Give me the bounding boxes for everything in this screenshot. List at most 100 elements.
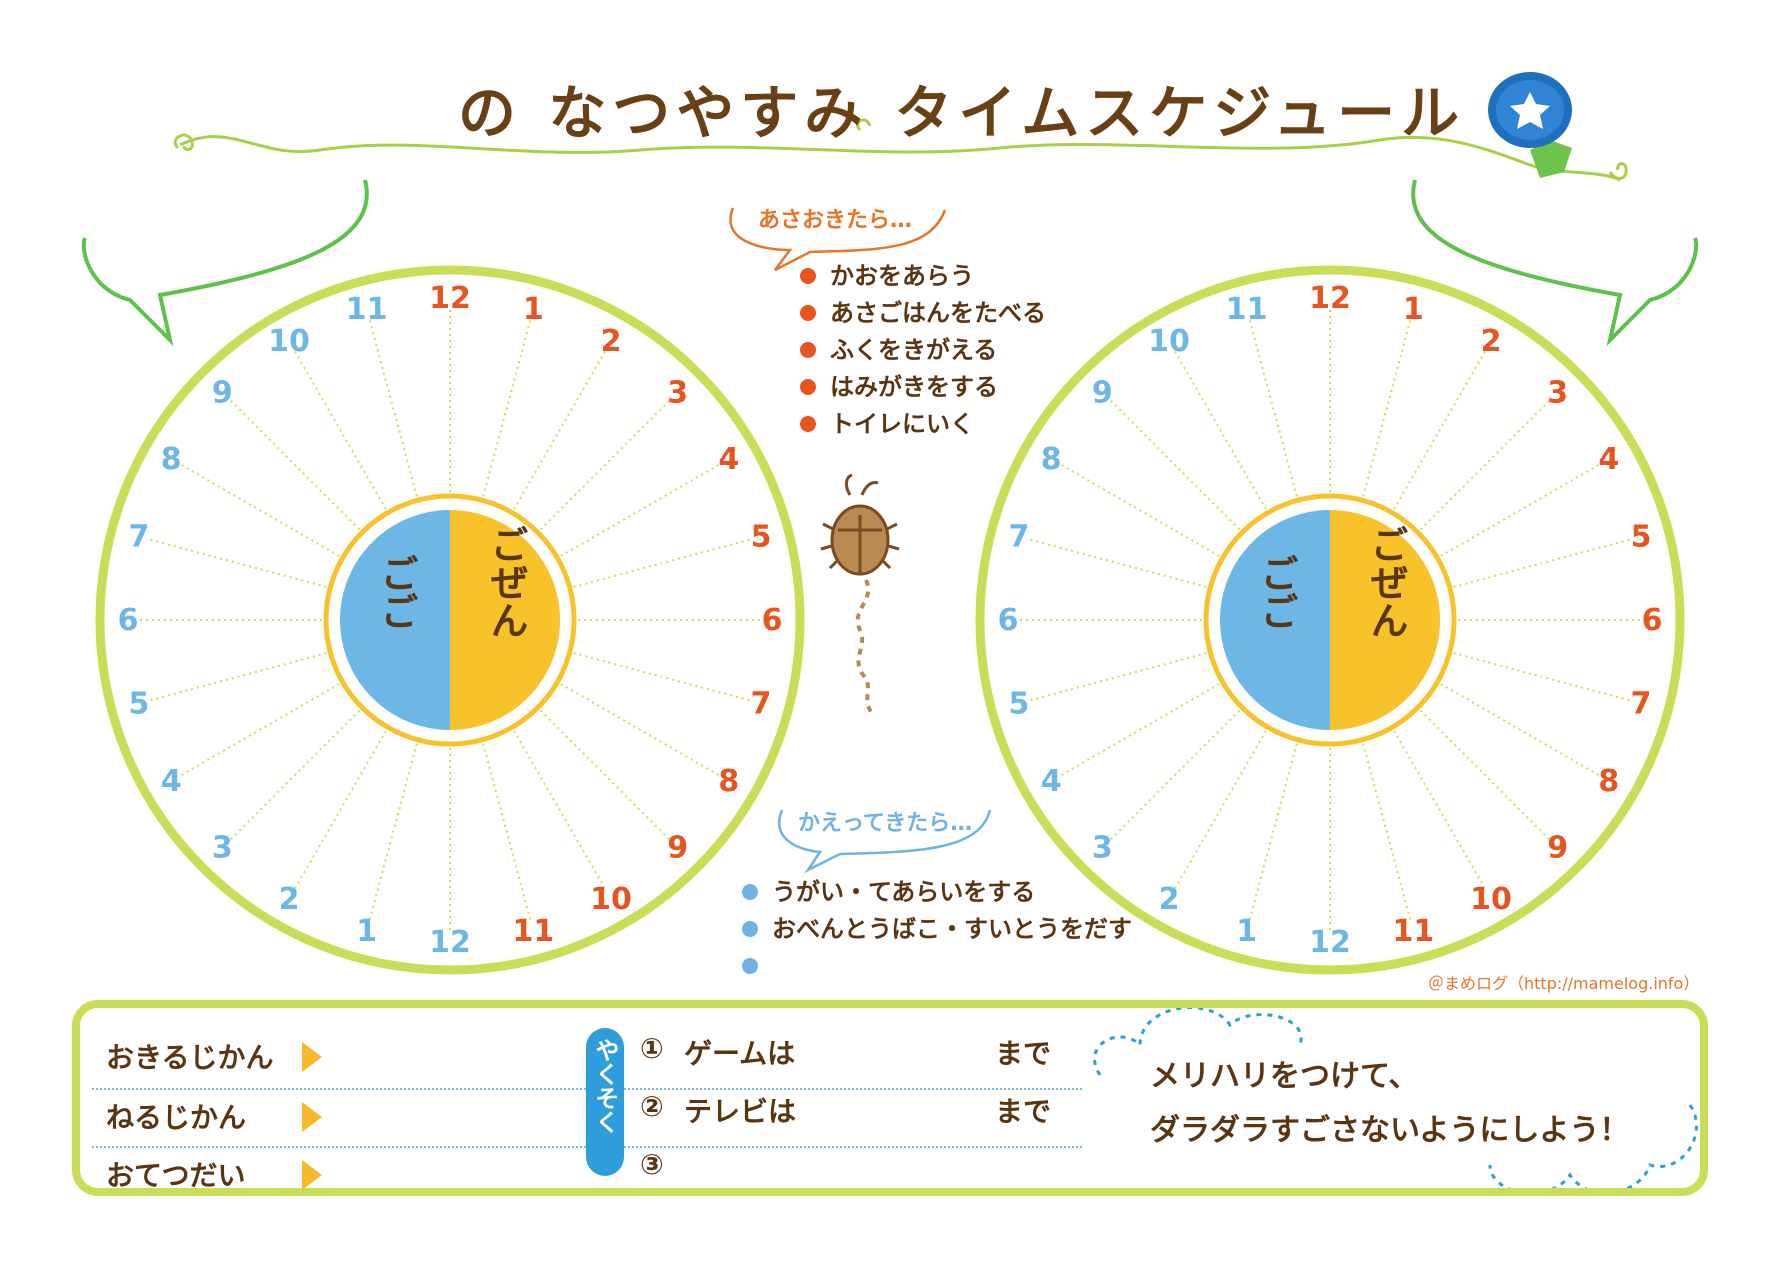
hour-tick (1174, 725, 1270, 889)
am-hour-label: 9 (667, 831, 688, 866)
bullet-icon (800, 305, 816, 321)
hour-tick (1174, 351, 1270, 515)
hour-tick (1435, 464, 1599, 560)
checklist-item: ふくをきがえる (800, 332, 1046, 369)
am-hour-label: 11 (512, 914, 554, 949)
pm-hour-label: 1 (356, 914, 377, 949)
arrow-icon (302, 1160, 322, 1190)
hour-tick (230, 400, 365, 535)
checklist-item-text: ふくをきがえる (830, 336, 998, 364)
message-line: ダラダラすごさないようにしよう！ (1150, 1113, 1630, 1148)
promise-number: ② (640, 1090, 664, 1123)
am-hour-label: 10 (1470, 882, 1512, 917)
page-title: の なつやすみ タイムスケジュール (458, 79, 1466, 147)
hour-tick (294, 725, 390, 889)
am-hour-label: 9 (1547, 831, 1568, 866)
pm-hour-label: 10 (1148, 324, 1190, 359)
checklist-item-text: かおをあらう (830, 262, 974, 290)
pm-hour-label: 7 (1009, 520, 1030, 555)
pm-hour-label: 4 (1041, 764, 1062, 799)
chores-row: おてつだい (92, 1146, 1082, 1204)
checklist-item-text: おべんとうばこ・すいとうをだす (772, 915, 1132, 943)
morning-checklist: かおをあらうあさごはんをたべるふくをきがえるはみがきをするトイレにいく (800, 258, 1046, 443)
promise-text: ゲームは (684, 1037, 796, 1070)
pm-hour-label: 7 (129, 520, 150, 555)
pm-hour-label: 8 (1041, 442, 1062, 477)
checklist-item: かおをあらう (800, 258, 1046, 295)
am-hour-label: 12 (1309, 281, 1351, 316)
am-hour-label: 1 (523, 292, 544, 327)
hour-tick (1415, 705, 1550, 840)
hour-tick (1390, 725, 1486, 889)
pm-label: ごご (1254, 554, 1298, 630)
promise-badge: やくそく (586, 1028, 624, 1176)
hour-tick (294, 351, 390, 515)
pm-hour-label: 2 (279, 882, 300, 917)
message-text: メリハリをつけて、 ダラダラすごさないようにしよう！ (1150, 1050, 1629, 1158)
am-hour-label: 1 (1403, 292, 1424, 327)
checklist-item (742, 948, 1132, 985)
hour-tick (1447, 538, 1630, 590)
pm-hour-label: 9 (1092, 375, 1113, 410)
checklist-item: うがい・てあらいをする (742, 874, 1132, 911)
pm-half (340, 510, 450, 730)
left-bubble-outline (81, 179, 369, 347)
hour-tick (230, 705, 365, 840)
am-hour-label: 8 (718, 764, 739, 799)
morning-bubble-text: あさおきたら… (758, 208, 913, 233)
pm-hour-label: 5 (1009, 686, 1030, 721)
hour-tick (1447, 650, 1630, 702)
hour-tick (181, 464, 345, 560)
checklist-item-text: うがい・てあらいをする (772, 878, 1036, 906)
hour-tick (555, 464, 719, 560)
message-line: メリハリをつけて、 (1150, 1059, 1419, 1094)
morning-glory-icon (1488, 72, 1572, 178)
return-bubble-outline (778, 809, 992, 874)
pm-hour-label: 8 (161, 442, 182, 477)
wake-time-row: おきるじかん (92, 1028, 1082, 1086)
return-bubble-text: かえってきたら… (798, 811, 973, 836)
hour-tick (555, 680, 719, 776)
am-hour-label: 2 (1481, 324, 1502, 359)
bullet-icon (800, 268, 816, 284)
promise-until: まで (995, 1037, 1052, 1070)
am-label: ごぜん (484, 525, 528, 639)
vine-decoration (179, 135, 1621, 182)
promise-label: やくそく (591, 1038, 619, 1134)
pm-hour-label: 11 (1226, 292, 1268, 327)
hour-tick (1061, 464, 1225, 560)
am-hour-label: 5 (1631, 520, 1652, 555)
pm-hour-label: 5 (129, 686, 150, 721)
bottom-panel: おきるじかん ねるじかん おてつだい やくそく ① ゲームは まで ② テレビは… (72, 1000, 1708, 1196)
hour-tick (1030, 650, 1213, 702)
pm-label: ごご (374, 554, 418, 630)
pm-hour-label: 10 (268, 324, 310, 359)
promise-until: まで (995, 1095, 1052, 1128)
hour-tick (368, 737, 420, 920)
wake-time-label: おきるじかん (106, 1041, 274, 1074)
am-hour-label: 6 (762, 603, 783, 638)
am-hour-label: 12 (429, 281, 471, 316)
return-checklist: うがい・てあらいをするおべんとうばこ・すいとうをだす (742, 874, 1132, 985)
pm-hour-label: 12 (1309, 925, 1351, 960)
hour-tick (535, 705, 670, 840)
bullet-icon (800, 342, 816, 358)
promise-number: ① (640, 1032, 664, 1065)
hour-tick (510, 351, 606, 515)
am-hour-label: 8 (1598, 764, 1619, 799)
chores-label: おてつだい (106, 1159, 246, 1192)
hour-tick (181, 680, 345, 776)
hour-tick (1248, 737, 1300, 920)
bullet-icon (800, 379, 816, 395)
morning-bubble-outline (729, 207, 947, 272)
hour-tick (1061, 680, 1225, 776)
hour-tick (567, 538, 750, 590)
hour-tick (1360, 737, 1412, 920)
checklist-item-text: あさごはんをたべる (830, 299, 1046, 327)
am-half (1330, 510, 1440, 730)
am-hour-label: 4 (718, 442, 739, 477)
pm-hour-label: 3 (212, 831, 233, 866)
hour-tick (1435, 680, 1599, 776)
am-hour-label: 3 (667, 375, 688, 410)
hour-tick (150, 538, 333, 590)
